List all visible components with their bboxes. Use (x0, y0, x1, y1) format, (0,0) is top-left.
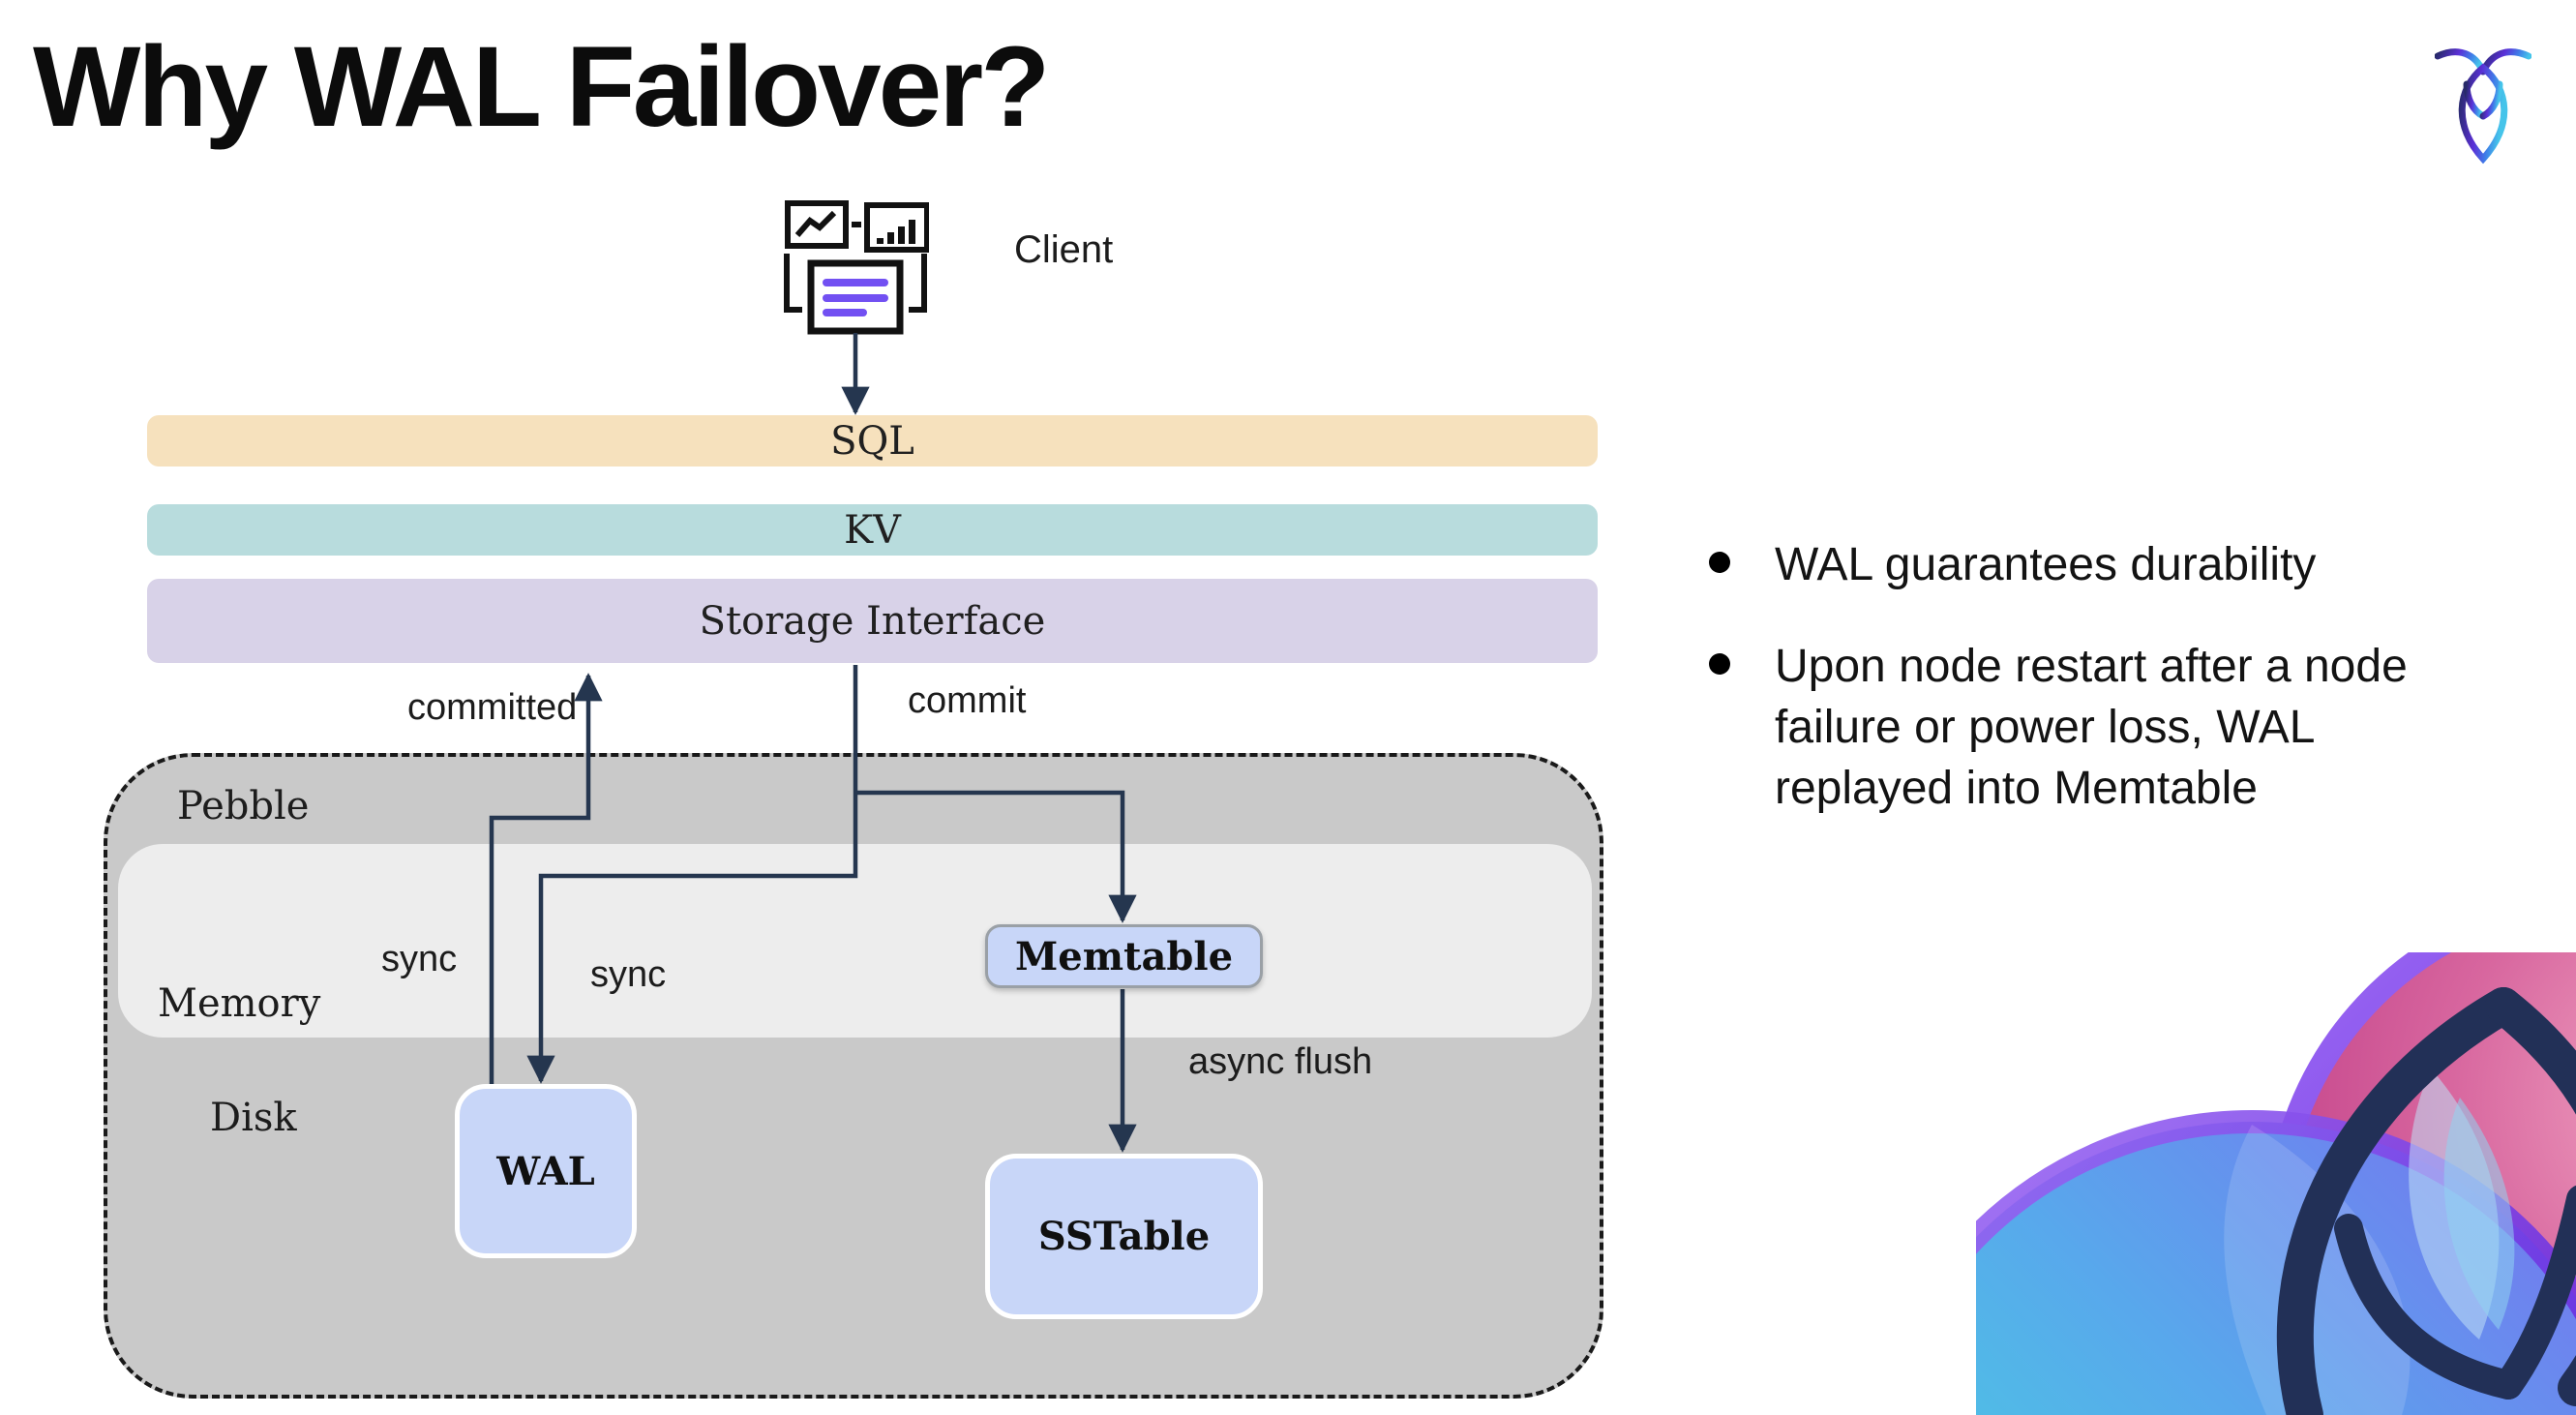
list-item: WAL guarantees durability (1709, 534, 2452, 595)
bullet-list: WAL guarantees durability Upon node rest… (1709, 534, 2452, 859)
kv-layer-bar: KV (147, 504, 1598, 556)
memtable-node: Memtable (985, 924, 1263, 988)
client-label: Client (1014, 228, 1114, 271)
memory-label: Memory (158, 981, 321, 1026)
pebble-label: Pebble (177, 784, 310, 828)
brand-sphere-decoration (1976, 952, 2576, 1415)
kv-layer-label: KV (844, 507, 901, 553)
memtable-node-label: Memtable (1014, 933, 1234, 979)
storage-interface-bar: Storage Interface (147, 579, 1598, 663)
disk-label: Disk (210, 1096, 297, 1140)
sync-right-edge-label: sync (590, 954, 667, 995)
bullet-dot-icon (1709, 653, 1730, 675)
bullet-text: WAL guarantees durability (1775, 539, 2317, 590)
wal-node-label: WAL (496, 1148, 595, 1194)
sync-left-edge-label: sync (381, 939, 458, 979)
commit-edge-label: commit (908, 680, 1027, 721)
sql-layer-bar: SQL (147, 415, 1598, 467)
list-item: Upon node restart after a node failure o… (1709, 636, 2452, 819)
line-chart-icon (785, 200, 849, 249)
cockroachdb-logo-icon (2435, 48, 2531, 165)
committed-edge-label: committed (407, 687, 578, 728)
bullet-dot-icon (1709, 552, 1730, 573)
client-icon (784, 200, 929, 335)
wal-node: WAL (455, 1084, 637, 1258)
sql-layer-label: SQL (830, 418, 914, 464)
bullet-text: Upon node restart after a node failure o… (1775, 641, 2408, 814)
sstable-node: SSTable (985, 1154, 1263, 1319)
storage-interface-label: Storage Interface (699, 598, 1046, 644)
sstable-node-label: SSTable (1037, 1214, 1211, 1259)
page-title: Why WAL Failover? (33, 23, 1050, 151)
bar-chart-icon (864, 202, 929, 253)
async-flush-edge-label: async flush (1188, 1041, 1373, 1082)
memory-region (118, 844, 1592, 1038)
